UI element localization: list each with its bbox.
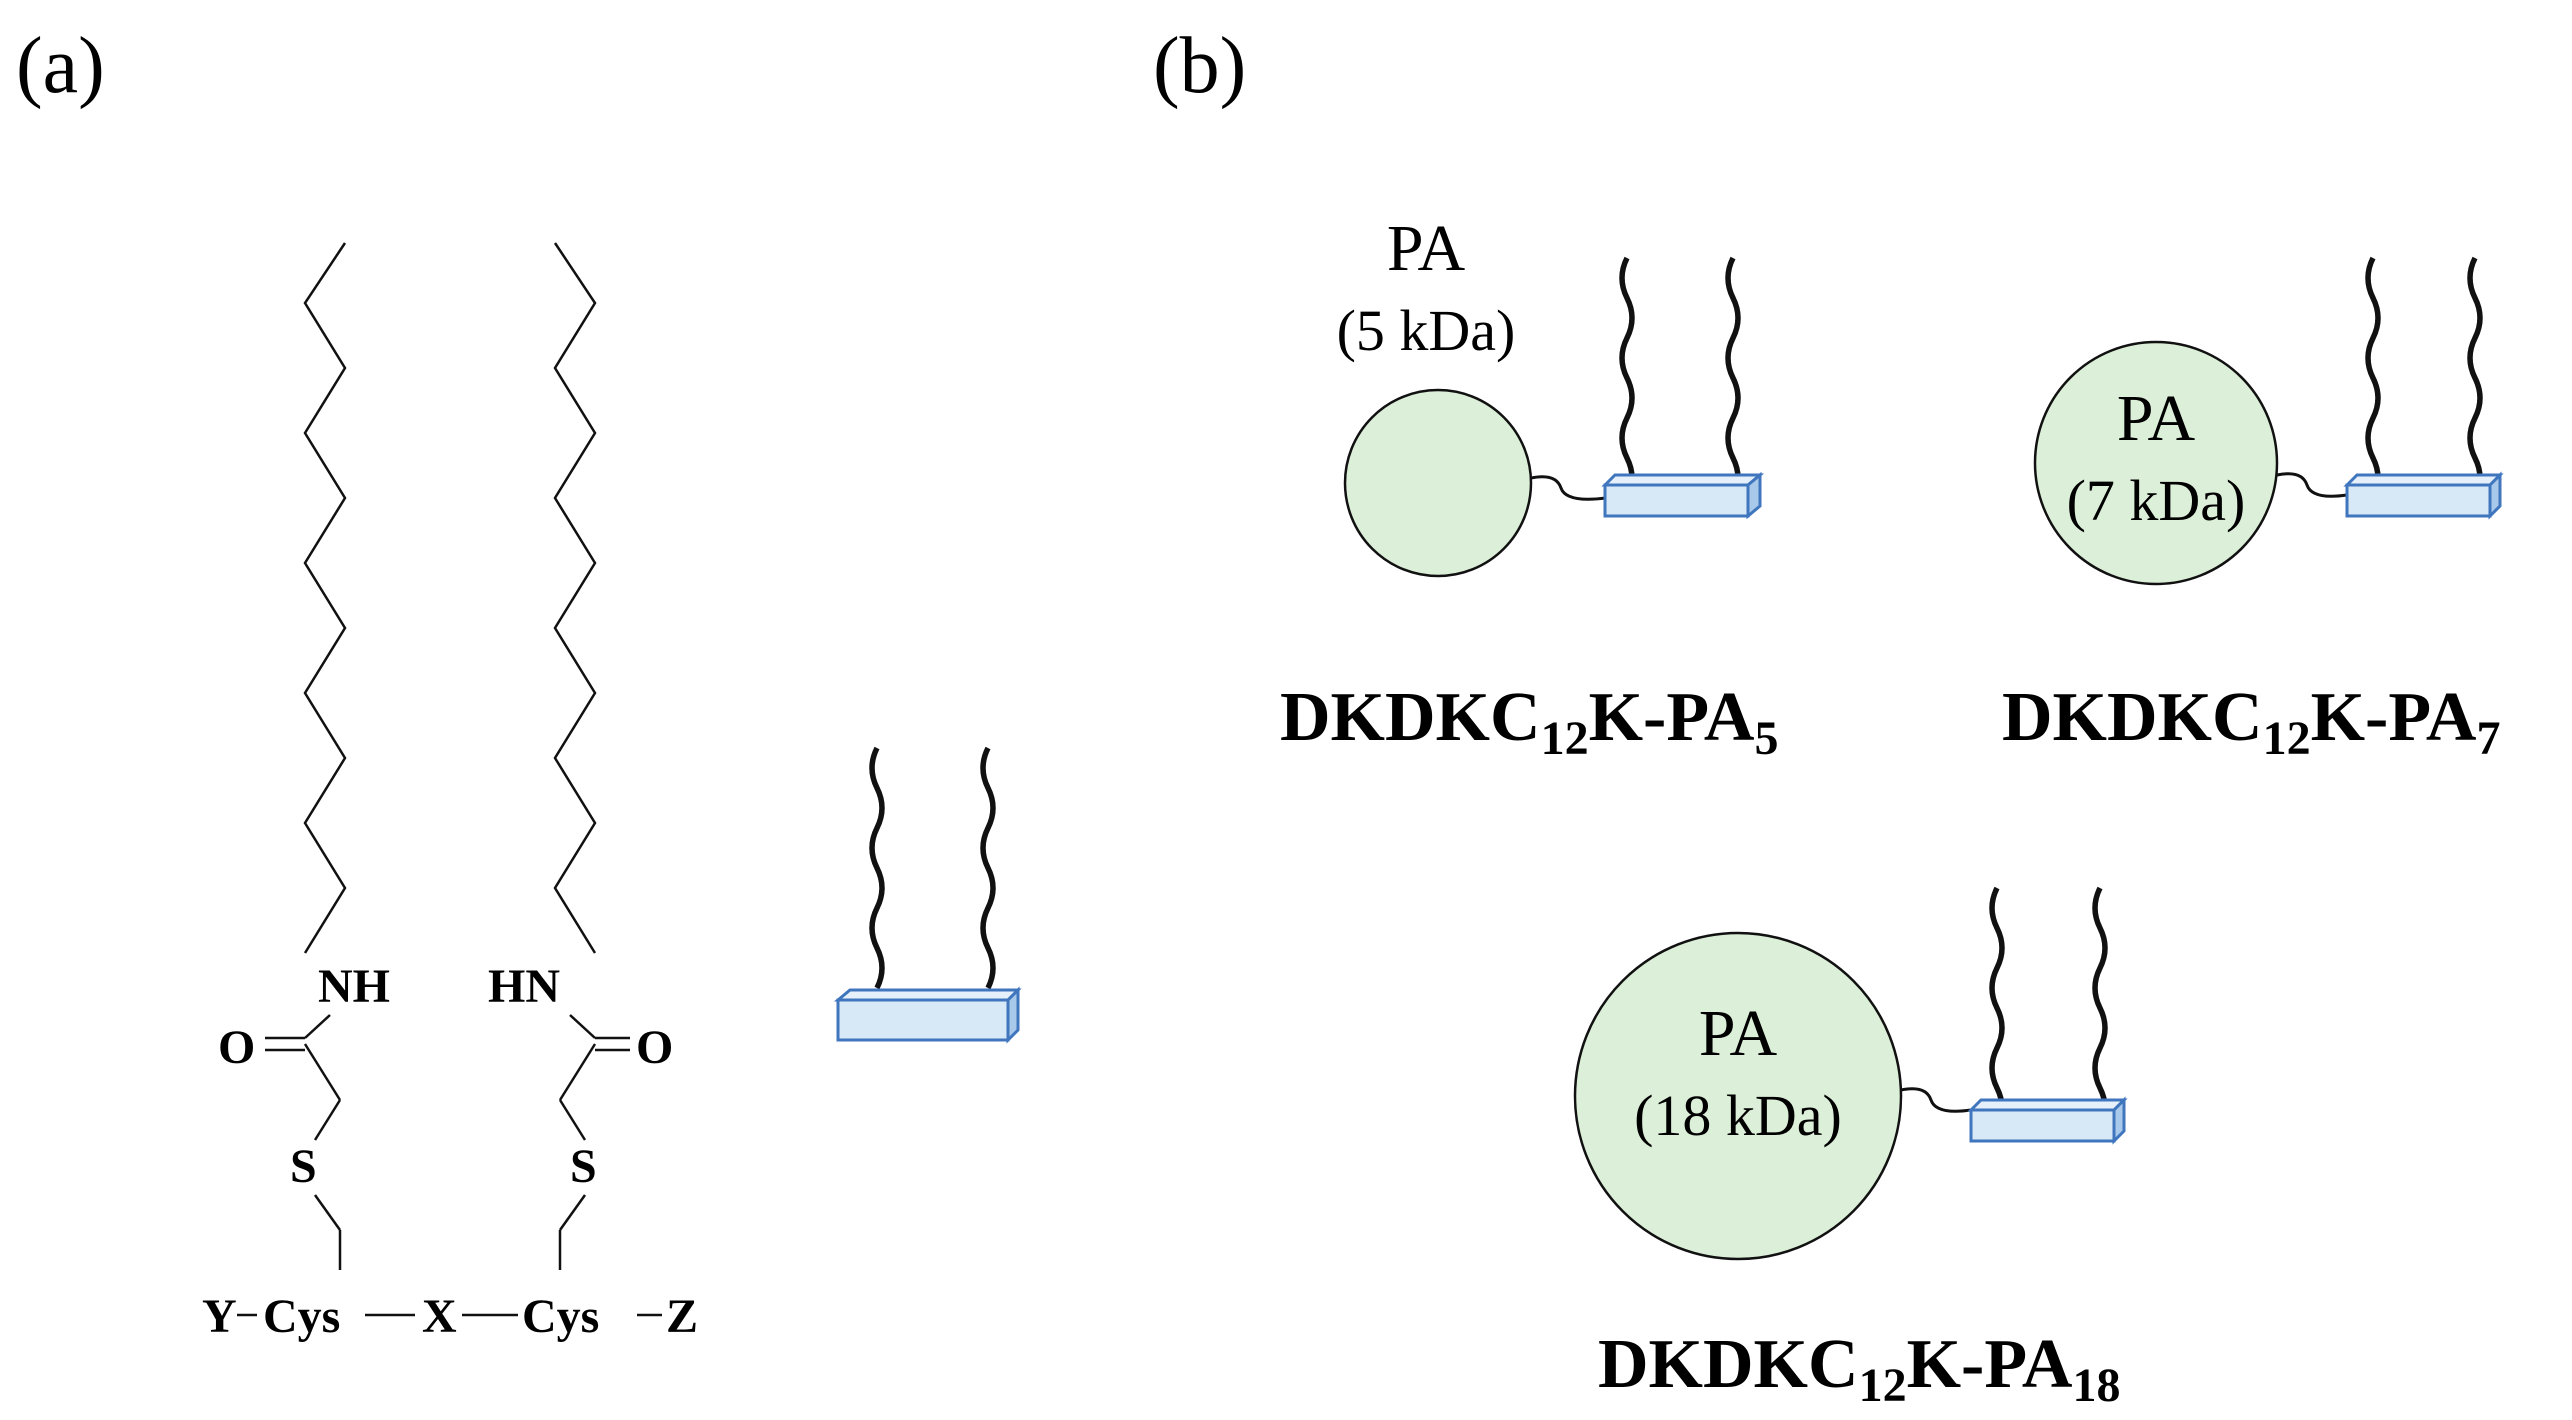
hn-right-label: HN bbox=[488, 960, 560, 1013]
pa18-construct-name: DKDKC12K-PA18 bbox=[1598, 1326, 2120, 1412]
z-label: Z bbox=[666, 1290, 698, 1343]
o-right-label: O bbox=[636, 1021, 673, 1074]
cys-left-label: Cys bbox=[263, 1290, 340, 1343]
pa7-construct-name: DKDKC12K-PA7 bbox=[2002, 679, 2500, 765]
pa5-pa-label: PA bbox=[1387, 212, 1466, 285]
construct-pa18: PA (18 kDa) bbox=[1573, 888, 2128, 1261]
pa7-circle bbox=[2033, 340, 2279, 586]
left-alkyl-chain bbox=[303, 242, 347, 954]
s-right-label: S bbox=[570, 1140, 597, 1193]
pa5-circle bbox=[1343, 388, 1533, 578]
lipid-schematic-icon bbox=[833, 748, 1022, 1044]
o-left-label: O bbox=[218, 1021, 255, 1074]
nh-left-label: NH bbox=[318, 960, 390, 1013]
pa18-lipid-bar bbox=[1969, 1108, 2116, 1143]
pa7-lipid-bar bbox=[2345, 483, 2492, 518]
x-label: X bbox=[422, 1290, 457, 1343]
cys-right-label: Cys bbox=[522, 1290, 599, 1343]
panel-a-label: (a) bbox=[16, 22, 105, 110]
pa5-construct-name: DKDKC12K-PA5 bbox=[1280, 679, 1778, 765]
panel-b-label: (b) bbox=[1153, 22, 1246, 110]
pa7-pa-label: PA bbox=[2117, 382, 2196, 455]
construct-pa5: PA (5 kDa) bbox=[1337, 212, 1765, 578]
panel-a: (a) NH HN O O S S bbox=[16, 22, 1022, 1343]
y-label: Y bbox=[202, 1290, 237, 1343]
construct-pa7: PA (7 kDa) bbox=[2033, 258, 2504, 586]
pa5-lipid-bar bbox=[1603, 483, 1750, 518]
right-alkyl-chain bbox=[553, 242, 597, 954]
pa5-mass-label: (5 kDa) bbox=[1337, 298, 1516, 363]
s-left-label: S bbox=[290, 1140, 317, 1193]
pa7-mass-label: (7 kDa) bbox=[2067, 468, 2246, 533]
pa18-mass-label: (18 kDa) bbox=[1634, 1083, 1842, 1148]
pa18-circle bbox=[1573, 931, 1903, 1261]
pa18-pa-label: PA bbox=[1699, 997, 1778, 1070]
panel-b: (b) PA (5 kDa) PA (7 kDa) bbox=[1153, 22, 2504, 1412]
